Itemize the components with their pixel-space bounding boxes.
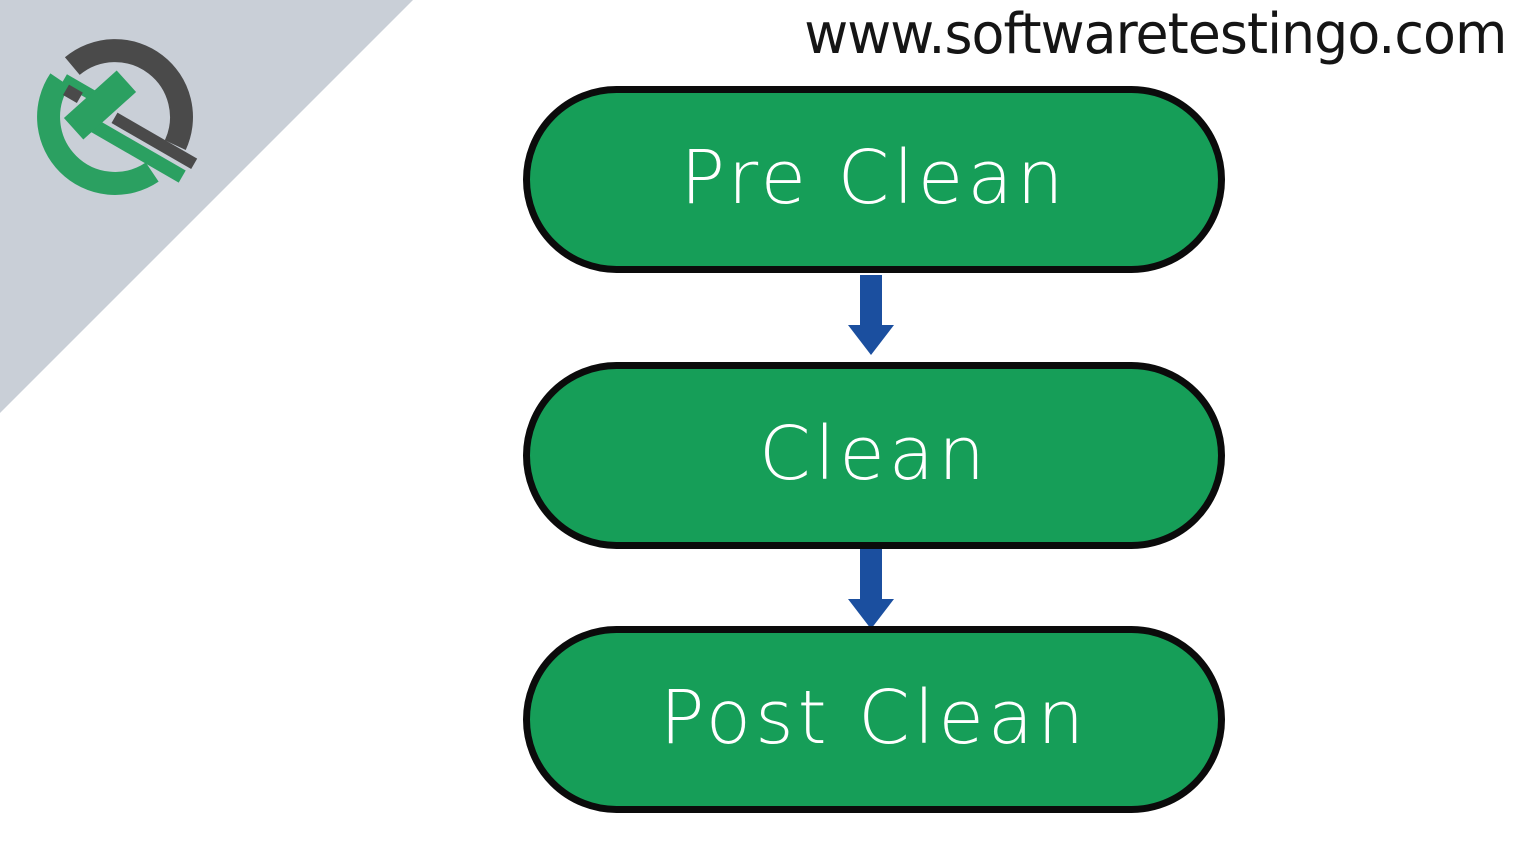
flow-node-pre-clean: Pre Clean — [523, 86, 1225, 273]
flow-node-label: Pre Clean — [680, 134, 1068, 221]
logo-gray-stripe-right — [111, 112, 198, 170]
flow-node-post-clean: Post Clean — [523, 626, 1225, 813]
logo-t-stem — [90, 119, 186, 183]
down-arrow-icon — [848, 275, 894, 355]
logo-ring-green-arc — [37, 73, 159, 195]
website-url: www.softwaretestingo.com — [803, 2, 1507, 67]
flow-node-clean: Clean — [523, 362, 1225, 549]
flow-node-label: Clean — [758, 410, 989, 497]
down-arrow-shaft — [860, 275, 882, 327]
flow-node-label: Post Clean — [659, 674, 1089, 761]
logo-green-stripe — [61, 74, 98, 102]
logo-gray-stripe-left — [63, 84, 83, 104]
down-arrow-head — [848, 325, 894, 355]
logo-ring-gray-arc — [64, 39, 193, 150]
down-arrow-shaft — [860, 549, 882, 601]
logo-t-crossbar — [63, 70, 137, 140]
logo-diagonal-stripes — [61, 74, 198, 183]
softwaretestingo-logo-icon — [37, 39, 198, 195]
down-arrow-icon — [848, 549, 894, 629]
down-arrow-head — [848, 599, 894, 629]
